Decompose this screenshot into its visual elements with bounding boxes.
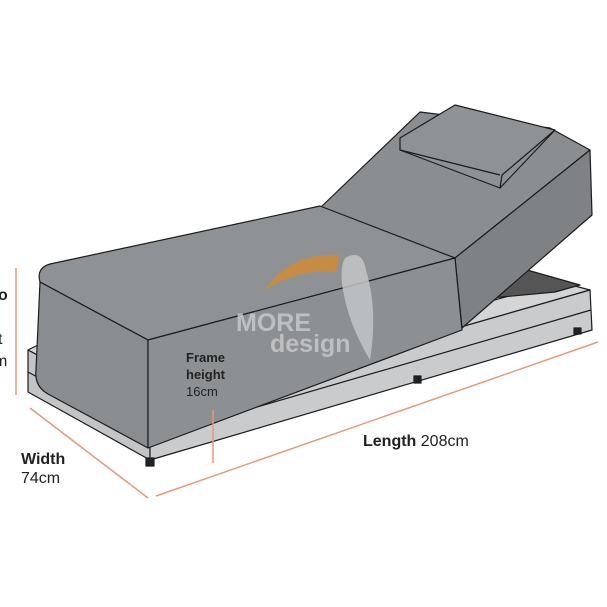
svg-text:MORE: MORE bbox=[236, 309, 311, 337]
frame-height-value: 16cm bbox=[186, 384, 218, 399]
watermark-logo: MORE design bbox=[236, 254, 374, 360]
length-label: Length 208cm bbox=[363, 432, 469, 451]
frame-foot bbox=[145, 457, 155, 467]
length-dimension-line bbox=[155, 341, 599, 497]
width-dimension-line bbox=[29, 407, 149, 499]
cut-label-2: t bbox=[0, 331, 3, 348]
seat-left-face bbox=[35, 281, 149, 449]
length-title: Length bbox=[363, 433, 417, 450]
width-value: 74cm bbox=[21, 470, 61, 487]
frame-height-label: Frame height 16cm bbox=[186, 349, 225, 400]
cut-label-1: o bbox=[0, 287, 8, 304]
length-value: 208cm bbox=[420, 433, 469, 450]
width-label: Width 74cm bbox=[21, 450, 65, 488]
svg-text:design: design bbox=[270, 330, 351, 358]
pillow bbox=[399, 104, 556, 189]
width-title: Width bbox=[21, 451, 66, 468]
cut-label-3: m bbox=[0, 353, 8, 370]
frame-foot bbox=[573, 327, 582, 335]
frame-height-title-1: Frame bbox=[186, 350, 226, 365]
frame-foot bbox=[413, 375, 422, 384]
frame-height-title-2: height bbox=[186, 367, 225, 382]
